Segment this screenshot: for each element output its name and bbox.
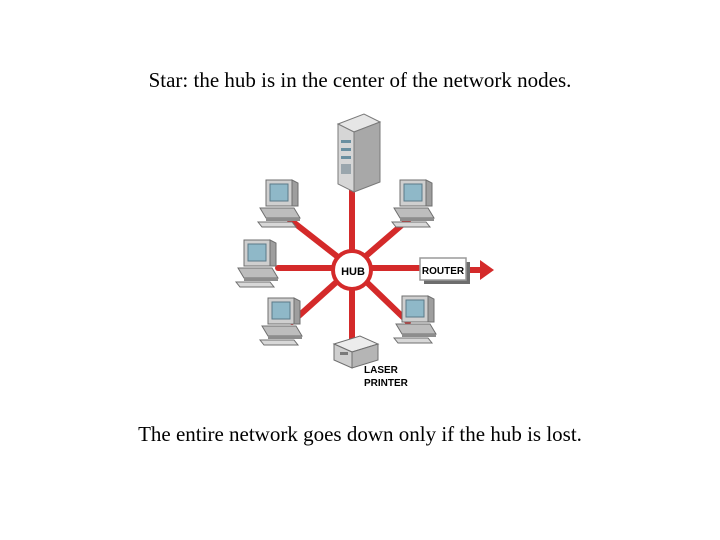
printer-label-line2: PRINTER	[364, 378, 409, 389]
router-box: ROUTER	[419, 257, 470, 284]
router-arrow	[466, 260, 494, 280]
printer-label-line1: LASER	[364, 365, 399, 376]
laser-printer-icon	[332, 335, 380, 369]
pc-left-icon	[235, 239, 279, 288]
pc-bottom-right-icon	[393, 295, 437, 344]
hub-node: HUB	[331, 249, 373, 291]
router-label: ROUTER	[422, 266, 465, 277]
pc-top-left-icon	[257, 179, 301, 228]
pc-top-right-icon	[391, 179, 435, 228]
bottom-caption: The entire network goes down only if the…	[138, 422, 582, 446]
top-caption: Star: the hub is in the center of the ne…	[148, 68, 572, 92]
pc-bottom-left-icon	[259, 297, 303, 346]
hub-label: HUB	[341, 266, 365, 278]
server-icon	[336, 113, 382, 193]
